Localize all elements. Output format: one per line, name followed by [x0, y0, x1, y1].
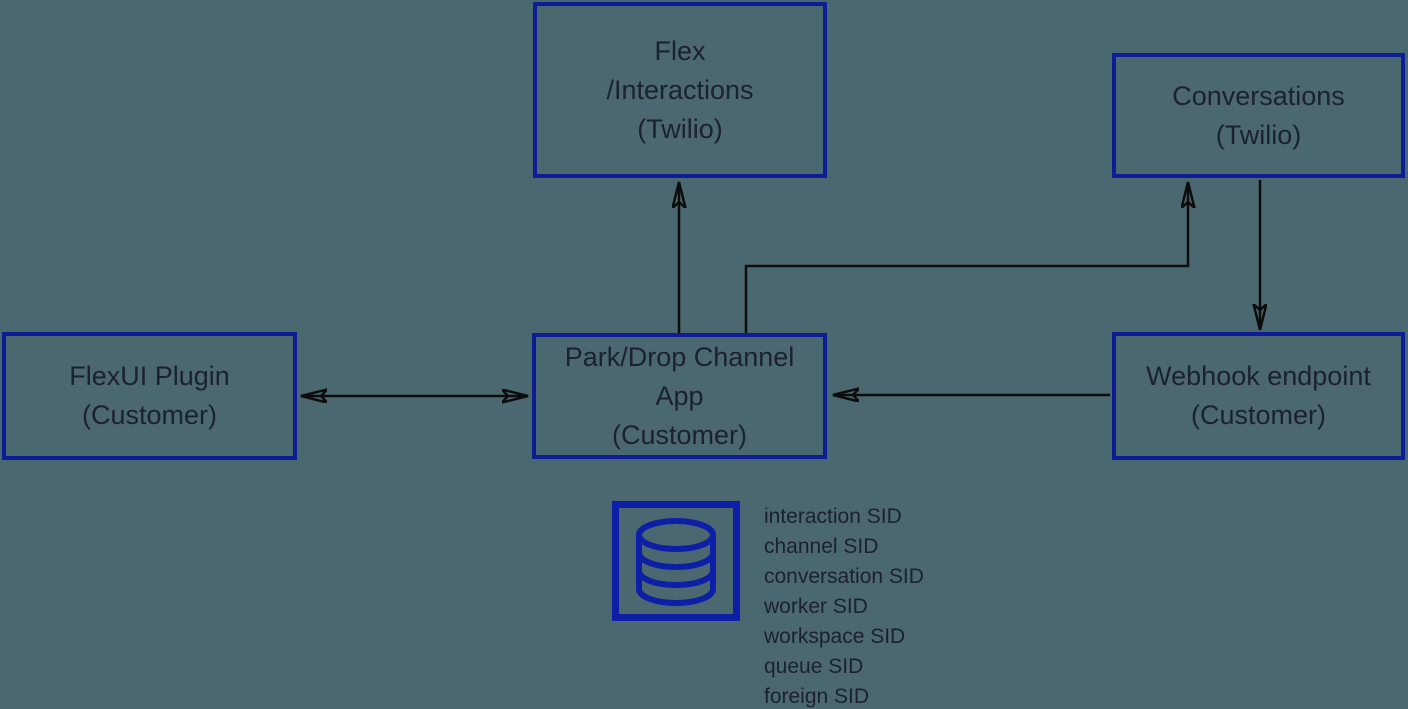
node-label: (Customer) [81, 400, 217, 430]
node-label: Park/Drop Channel [564, 341, 795, 372]
node-webhook-endpoint: Webhook endpoint (Customer) [1112, 332, 1405, 460]
sid-item: conversation SID [764, 565, 924, 588]
node-label: (Customer) [611, 419, 747, 450]
sid-item: worker SID [764, 595, 868, 618]
node-park-drop-app: Park/Drop Channel App (Customer) [532, 333, 827, 459]
arrow-app-to-conversations [744, 182, 1188, 333]
node-label: (Twilio) [1215, 119, 1302, 150]
sid-item: channel SID [764, 535, 879, 558]
node-label: /Interactions [606, 74, 754, 105]
node-label: FlexUI Plugin [69, 361, 230, 391]
node-conversations: Conversations (Twilio) [1112, 53, 1405, 178]
database-icon [612, 501, 740, 621]
node-label: App [655, 380, 704, 411]
sid-item: queue SID [764, 655, 864, 678]
node-flexui-plugin: FlexUI Plugin (Customer) [2, 332, 297, 460]
node-label: (Customer) [1190, 400, 1326, 430]
sid-item: foreign SID [764, 685, 870, 708]
sid-item: workspace SID [764, 625, 906, 648]
sid-item: interaction SID [764, 505, 902, 528]
node-label: (Twilio) [637, 113, 723, 144]
node-label: Flex [654, 35, 706, 66]
sid-list: interaction SID channel SID conversation… [764, 502, 924, 709]
node-label: Conversations [1172, 80, 1345, 111]
node-flex-interactions: Flex /Interactions (Twilio) [533, 2, 827, 178]
node-label: Webhook endpoint [1146, 361, 1371, 391]
